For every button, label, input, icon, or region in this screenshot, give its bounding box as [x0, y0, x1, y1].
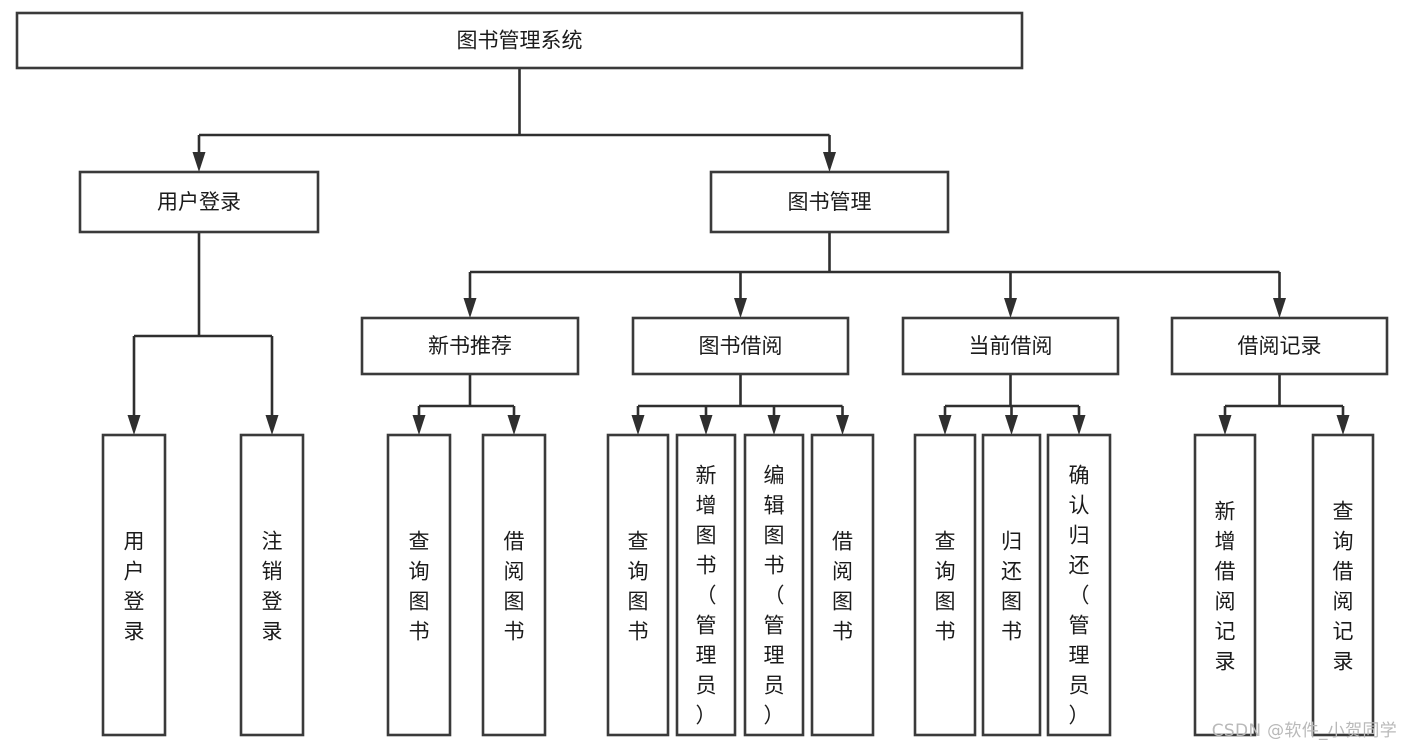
- flow-node-l2-borrow-record[interactable]: 借阅记录: [1170, 316, 1389, 376]
- arrow-head-icon: [1336, 415, 1350, 435]
- arrow-head-icon: [734, 298, 747, 318]
- node-box[interactable]: [481, 433, 547, 737]
- node-box[interactable]: [1311, 433, 1375, 737]
- node-box[interactable]: [1193, 433, 1257, 737]
- arrow-head-icon: [127, 415, 141, 435]
- node-label: 借阅图书: [504, 529, 525, 643]
- connector-group: [127, 232, 279, 435]
- node-box[interactable]: [810, 433, 875, 737]
- flow-node-leaf-query-record[interactable]: 查询借阅记录: [1311, 433, 1375, 737]
- node-label: 借阅图书: [832, 529, 853, 643]
- node-box[interactable]: [901, 316, 1120, 376]
- connector-group: [412, 374, 521, 435]
- node-label: 确认归还（管理员）: [1069, 463, 1090, 727]
- node-box[interactable]: [386, 433, 452, 737]
- node-label: 归还图书: [1001, 529, 1022, 643]
- node-label: 当前借阅: [969, 334, 1053, 358]
- arrow-head-icon: [412, 415, 426, 435]
- node-label: 用户登录: [157, 190, 241, 214]
- flow-node-leaf-edit-book[interactable]: 编辑图书（管理员）: [743, 433, 805, 737]
- arrow-head-icon: [1004, 298, 1017, 318]
- flow-node-root[interactable]: 图书管理系统: [15, 11, 1024, 70]
- flow-node-l2-current-borrow[interactable]: 当前借阅: [901, 316, 1120, 376]
- node-label: 新书推荐: [428, 334, 512, 358]
- node-box[interactable]: [15, 11, 1024, 70]
- connector-group: [631, 374, 849, 435]
- flow-node-leaf-query-book-1[interactable]: 查询图书: [386, 433, 452, 737]
- flow-node-leaf-borrow-book-1[interactable]: 借阅图书: [481, 433, 547, 737]
- flow-node-l1-book-mgmt[interactable]: 图书管理: [709, 170, 950, 234]
- arrow-head-icon: [507, 415, 521, 435]
- node-box[interactable]: [743, 433, 805, 737]
- flow-node-leaf-user-login[interactable]: 用户登录: [101, 433, 167, 737]
- node-box[interactable]: [1046, 433, 1112, 737]
- node-box[interactable]: [239, 433, 305, 737]
- arrow-head-icon: [767, 415, 781, 435]
- arrow-head-icon: [836, 415, 849, 435]
- connector-group: [463, 232, 1286, 318]
- flow-node-leaf-return-book[interactable]: 归还图书: [981, 433, 1042, 737]
- watermark-label: CSDN @软件_小贺同学: [1211, 721, 1397, 741]
- node-label: 注销登录: [262, 529, 283, 643]
- flow-node-leaf-add-book[interactable]: 新增图书（管理员）: [675, 433, 737, 737]
- flow-node-leaf-query-book-3[interactable]: 查询图书: [913, 433, 977, 737]
- node-label: 用户登录: [124, 529, 145, 643]
- node-label: 新增借阅记录: [1215, 499, 1236, 673]
- node-label: 图书借阅: [699, 334, 783, 358]
- flow-node-leaf-query-book-2[interactable]: 查询图书: [606, 433, 670, 737]
- node-box[interactable]: [606, 433, 670, 737]
- node-box[interactable]: [709, 170, 950, 234]
- node-box[interactable]: [981, 433, 1042, 737]
- flow-node-l1-user-login[interactable]: 用户登录: [78, 170, 320, 234]
- node-label: 查询借阅记录: [1333, 499, 1354, 673]
- node-box[interactable]: [360, 316, 580, 376]
- connector-group: [1218, 374, 1350, 435]
- arrow-head-icon: [699, 415, 713, 435]
- node-label: 图书管理: [788, 190, 872, 214]
- node-label: 图书管理系统: [457, 29, 583, 53]
- connector-group: [192, 68, 836, 172]
- node-label: 查询图书: [628, 529, 649, 643]
- node-layer: 图书管理系统用户登录图书管理新书推荐图书借阅当前借阅借阅记录用户登录注销登录查询…: [15, 11, 1389, 737]
- node-box[interactable]: [675, 433, 737, 737]
- arrow-head-icon: [463, 298, 477, 318]
- node-box[interactable]: [631, 316, 850, 376]
- flow-node-l2-new-book-rec[interactable]: 新书推荐: [360, 316, 580, 376]
- arrow-head-icon: [192, 152, 206, 172]
- node-box[interactable]: [101, 433, 167, 737]
- flow-node-leaf-confirm-return[interactable]: 确认归还（管理员）: [1046, 433, 1112, 737]
- connector-layer: [127, 68, 1350, 435]
- arrow-head-icon: [631, 415, 645, 435]
- arrow-head-icon: [1218, 415, 1232, 435]
- flow-node-l2-book-borrow[interactable]: 图书借阅: [631, 316, 850, 376]
- node-label: 编辑图书（管理员）: [764, 463, 785, 727]
- flow-node-leaf-add-record[interactable]: 新增借阅记录: [1193, 433, 1257, 737]
- flow-node-leaf-borrow-book-2[interactable]: 借阅图书: [810, 433, 875, 737]
- node-label: 查询图书: [409, 529, 430, 643]
- arrow-head-icon: [1072, 415, 1086, 435]
- node-box[interactable]: [913, 433, 977, 737]
- node-label: 借阅记录: [1238, 334, 1322, 358]
- arrow-head-icon: [823, 152, 836, 172]
- node-label: 新增图书（管理员）: [696, 463, 717, 727]
- arrow-head-icon: [1273, 298, 1286, 318]
- node-label: 查询图书: [935, 529, 956, 643]
- arrow-head-icon: [265, 415, 279, 435]
- node-box[interactable]: [78, 170, 320, 234]
- node-box[interactable]: [1170, 316, 1389, 376]
- arrow-head-icon: [938, 415, 952, 435]
- connector-group: [938, 374, 1086, 435]
- flow-node-leaf-logout[interactable]: 注销登录: [239, 433, 305, 737]
- arrow-head-icon: [1005, 415, 1018, 435]
